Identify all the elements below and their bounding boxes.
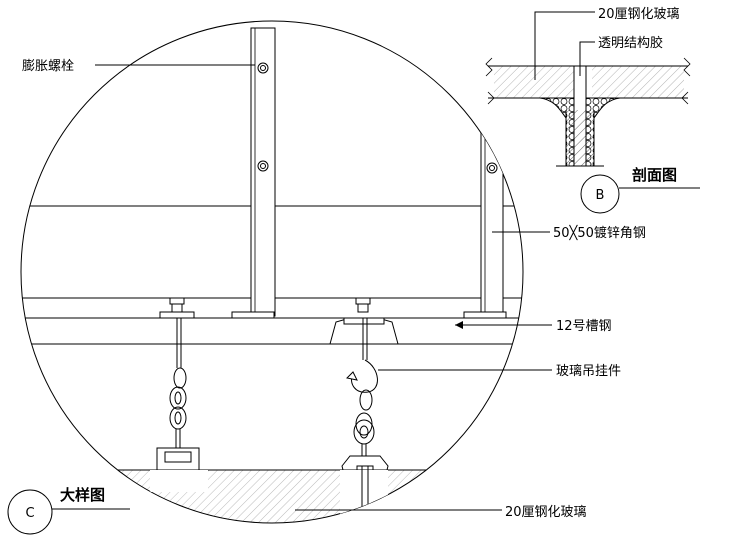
detail-title: 大样图 — [60, 486, 105, 504]
hanger-left — [150, 297, 206, 491]
section-marker-b — [580, 174, 620, 214]
angle-steel-right — [480, 111, 504, 317]
leader-sealant — [579, 41, 595, 76]
section-title: 剖面图 — [632, 166, 677, 184]
label-angle-steel: 50╳50镀锌角钢 — [553, 224, 646, 241]
label-expansion-bolt: 膨胀螺栓 — [22, 59, 74, 74]
label-glass-top: 20厘钢化玻璃 — [598, 7, 680, 22]
label-channel-steel: 12号槽钢 — [556, 319, 612, 334]
label-glass-bottom: 20厘钢化玻璃 — [505, 505, 587, 520]
section-detail-b — [485, 57, 691, 167]
bolt-icon — [257, 62, 269, 74]
detail-marker-label: C — [25, 506, 34, 521]
detail-contents — [21, 27, 523, 523]
label-glass-hanger: 玻璃吊挂件 — [556, 364, 621, 379]
detail-marker-c — [7, 489, 53, 535]
leader-glass-top — [534, 11, 595, 80]
bolt-icon — [486, 162, 498, 174]
bolt-icon — [257, 160, 269, 172]
label-sealant: 透明结构胶 — [598, 35, 663, 51]
section-marker-label: B — [596, 188, 605, 203]
